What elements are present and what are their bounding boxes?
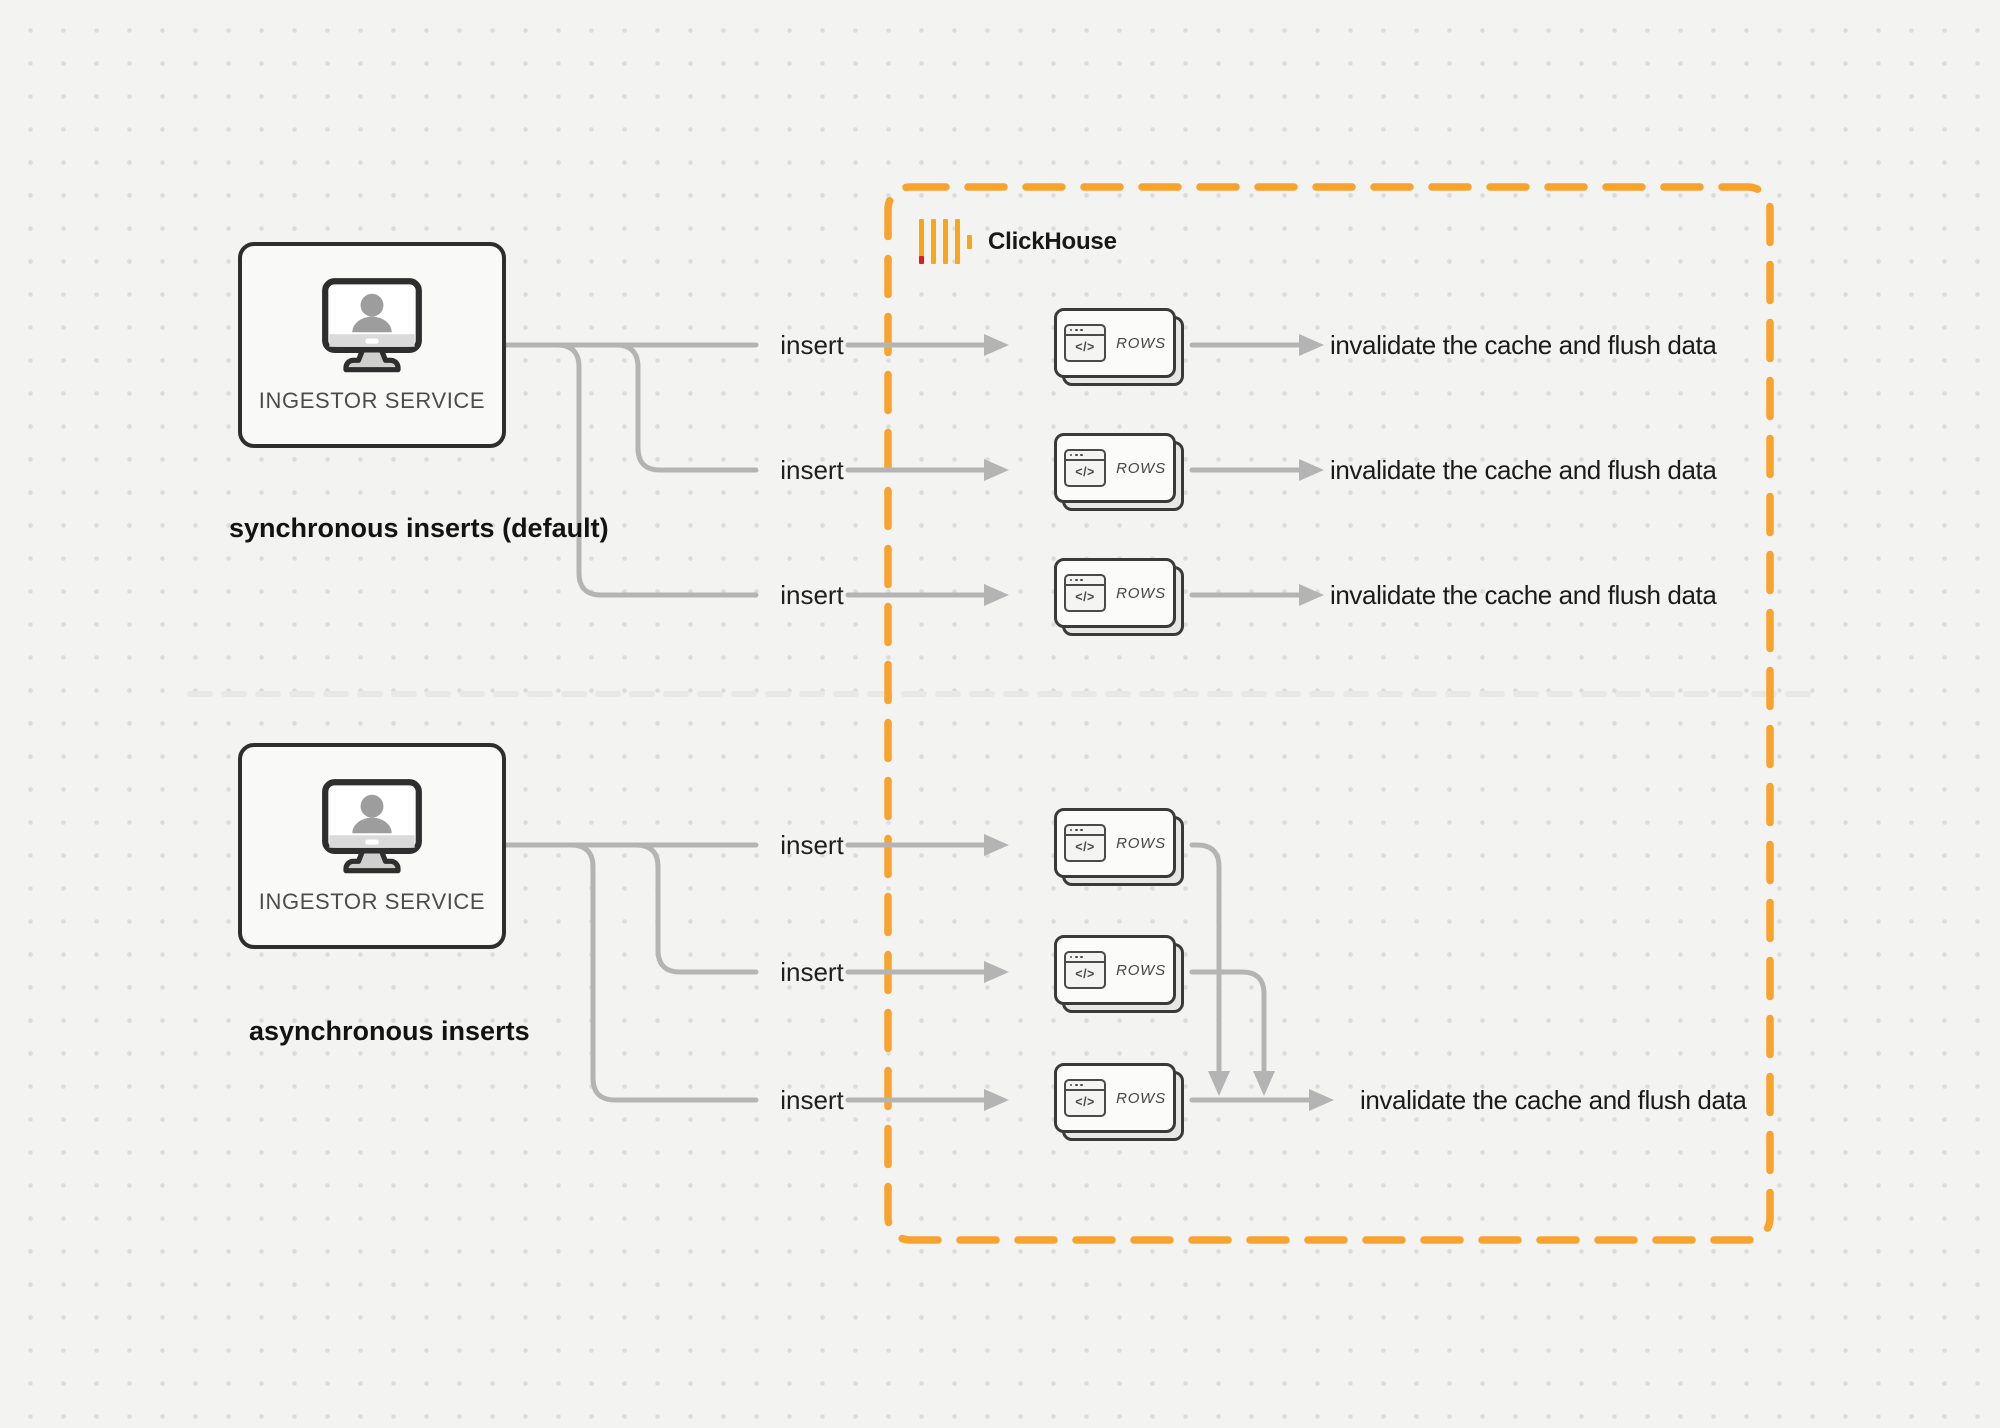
monitor-user-icon xyxy=(322,278,422,373)
async-ingestor-service-box: INGESTOR SERVICE xyxy=(238,743,506,949)
async-insert-label-1: insert xyxy=(780,830,844,860)
sync-result-label-1: invalidate the cache and flush data xyxy=(1330,330,1717,360)
sync-insert-label-1: insert xyxy=(780,330,844,360)
sync-ingestor-service-label: INGESTOR SERVICE xyxy=(258,388,486,413)
rows-card-async-3: </> ROWS xyxy=(1054,1063,1184,1141)
async-connectors xyxy=(502,834,1334,1111)
rows-card-sync-1: </> ROWS xyxy=(1054,308,1184,386)
rows-card-label: ROWS xyxy=(1116,584,1166,602)
rows-card-label: ROWS xyxy=(1116,1089,1166,1107)
code-window-icon: </> xyxy=(1064,951,1107,989)
sync-insert-label-3: insert xyxy=(780,580,844,610)
sync-result-label-3: invalidate the cache and flush data xyxy=(1330,580,1717,610)
monitor-user-icon xyxy=(322,779,422,874)
rows-card-async-2: </> ROWS xyxy=(1054,935,1184,1013)
sync-section-caption: synchronous inserts (default) xyxy=(229,513,609,543)
rows-card-sync-2: </> ROWS xyxy=(1054,433,1184,511)
async-insert-label-2: insert xyxy=(780,957,844,987)
sync-ingestor-service-box: INGESTOR SERVICE xyxy=(238,242,506,448)
rows-card-label: ROWS xyxy=(1116,834,1166,852)
sync-connectors xyxy=(502,334,1324,606)
async-result-label: invalidate the cache and flush data xyxy=(1360,1085,1747,1115)
async-insert-label-3: insert xyxy=(780,1085,844,1115)
code-window-icon: </> xyxy=(1064,574,1107,612)
async-section-caption: asynchronous inserts xyxy=(249,1016,530,1046)
rows-card-label: ROWS xyxy=(1116,334,1166,352)
async-branch-row2 xyxy=(633,842,759,975)
code-window-icon: </> xyxy=(1064,449,1107,487)
sync-branch-row3 xyxy=(554,342,759,598)
rows-card-label: ROWS xyxy=(1116,961,1166,979)
clickhouse-boundary xyxy=(884,183,1774,1244)
async-flush-drop-1 xyxy=(1189,842,1230,1096)
rows-card-async-1: </> ROWS xyxy=(1054,808,1184,886)
async-branch-row3 xyxy=(568,842,759,1103)
code-window-icon: </> xyxy=(1064,324,1107,362)
clickhouse-logo-icon xyxy=(919,219,972,264)
code-window-icon: </> xyxy=(1064,824,1107,862)
code-window-icon: </> xyxy=(1064,1079,1107,1117)
sync-branch-row2 xyxy=(613,342,759,473)
rows-card-sync-3: </> ROWS xyxy=(1054,558,1184,636)
clickhouse-label: ClickHouse xyxy=(988,228,1117,255)
async-ingestor-service-label: INGESTOR SERVICE xyxy=(258,889,486,914)
sync-insert-label-2: insert xyxy=(780,455,844,485)
sync-result-label-2: invalidate the cache and flush data xyxy=(1330,455,1717,485)
async-flush-drop-2 xyxy=(1189,969,1275,1096)
rows-card-label: ROWS xyxy=(1116,459,1166,477)
